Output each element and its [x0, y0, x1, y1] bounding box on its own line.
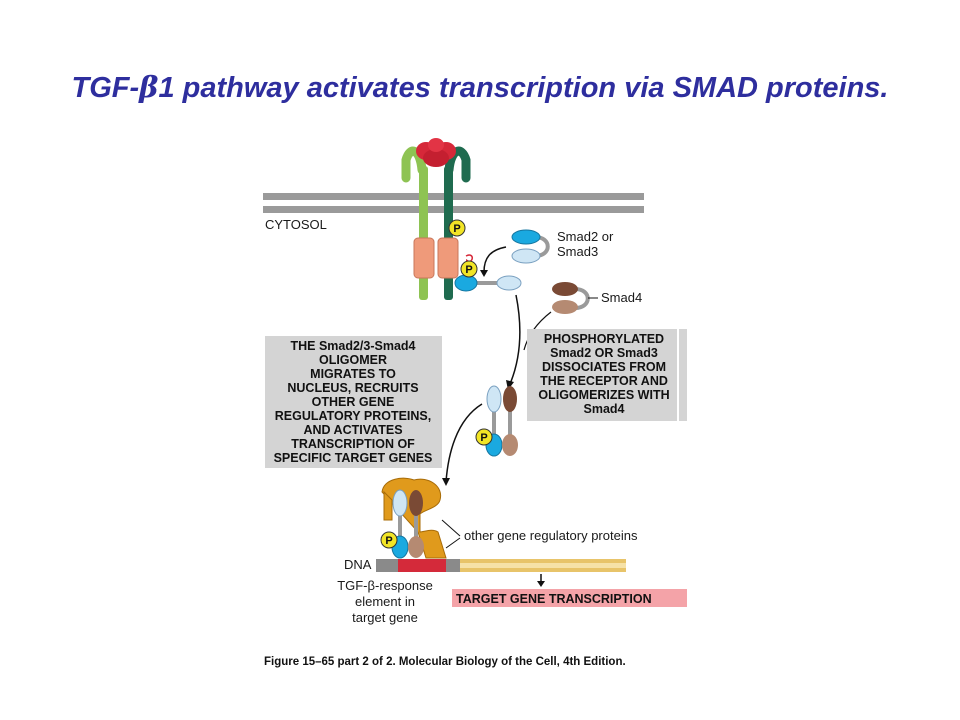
page-title: TGF-β1 pathway activates transcription v… — [0, 70, 960, 105]
target-gene-transcription-box: TARGET GENE TRANSCRIPTION — [452, 589, 687, 607]
dissociation-box: PHOSPHORYLATED Smad2 OR Smad3 DISSOCIATE… — [527, 329, 687, 421]
receptor-phosphate-label: P — [453, 223, 460, 235]
recruit-arrowhead-icon — [480, 270, 488, 277]
response-label-line1: TGF-β-response — [337, 578, 433, 593]
right-box-line-2: Smad2 OR Smad3 — [550, 346, 658, 360]
type-ii-receptor — [419, 166, 428, 300]
right-box-line-6: Smad4 — [584, 402, 625, 416]
left-box-line-4: NUCLEUS, RECRUITS — [287, 381, 418, 395]
coregulator-pointer-lower — [445, 537, 461, 549]
smad23-label-line1: Smad2 or — [557, 229, 614, 244]
left-box-line-6: REGULATORY PROTEINS, — [275, 409, 432, 423]
title-beta-symbol: β — [139, 70, 159, 104]
smad-oligomer-on-dna: P — [380, 489, 424, 559]
oligomerize-arrow-icon — [509, 294, 521, 385]
left-box-line-1: THE Smad2/3-Smad4 — [290, 339, 415, 353]
recruit-arrow-icon — [483, 246, 507, 273]
cell-membrane — [263, 193, 644, 213]
kinase-domain-ii — [413, 237, 435, 279]
nucleus-migration-box: THE Smad2/3-Smad4 OLIGOMER MIGRATES TO N… — [265, 336, 442, 468]
smad23-inactive — [511, 229, 550, 264]
smad4-label: Smad4 — [601, 290, 642, 305]
smad-phosphate-label: P — [465, 264, 472, 276]
right-box-line-1: PHOSPHORYLATED — [544, 332, 664, 346]
nuclear-import-arrow-icon — [445, 403, 483, 483]
cytosol-label: CYTOSOL — [265, 217, 327, 232]
other-proteins-label: other gene regulatory proteins — [464, 528, 638, 543]
smad23-phosphorylated-bound: P — [454, 260, 522, 292]
response-label-line3: target gene — [352, 610, 418, 625]
left-box-line-7: AND ACTIVATES — [303, 423, 402, 437]
coregulator-pointer-upper — [441, 519, 461, 537]
dna-label: DNA — [344, 557, 372, 572]
left-box-line-3: MIGRATES TO — [310, 367, 396, 381]
dna-strand — [376, 559, 626, 572]
right-box-line-3: DISSOCIATES FROM — [542, 360, 666, 374]
oligomer-phosphate-label: P — [480, 432, 487, 444]
dna-oligomer-phosphate-label: P — [385, 535, 392, 547]
left-box-line-8: TRANSCRIPTION OF — [291, 437, 415, 451]
figure-caption: Figure 15–65 part 2 of 2. Molecular Biol… — [264, 656, 626, 668]
tgf-beta-response-element — [398, 559, 446, 572]
right-box-line-4: THE RECEPTOR AND — [540, 374, 668, 388]
nuclear-import-arrowhead-icon — [442, 478, 450, 486]
receptor-phosphate: P — [448, 219, 466, 237]
smad23-label-line2: Smad3 — [557, 244, 598, 259]
right-box-line-5: OLIGOMERIZES WITH — [538, 388, 669, 402]
response-label-line2: element in — [355, 594, 415, 609]
transcription-arrowhead-icon — [537, 581, 545, 587]
title-suffix: 1 pathway activates transcription via SM… — [158, 72, 889, 104]
target-transcription-label: TARGET GENE TRANSCRIPTION — [456, 592, 652, 606]
smad4-protein — [552, 282, 590, 314]
left-box-line-9: SPECIFIC TARGET GENES — [274, 451, 433, 465]
left-box-line-5: OTHER GENE — [312, 395, 395, 409]
kinase-domain-i — [437, 237, 459, 279]
tgf-beta-ligand — [416, 138, 456, 167]
smad-oligomer-cytosol: P — [475, 385, 518, 457]
tgf-beta-receptor-complex — [401, 146, 471, 300]
left-box-line-2: OLIGOMER — [319, 353, 387, 367]
title-prefix: TGF- — [71, 72, 140, 104]
